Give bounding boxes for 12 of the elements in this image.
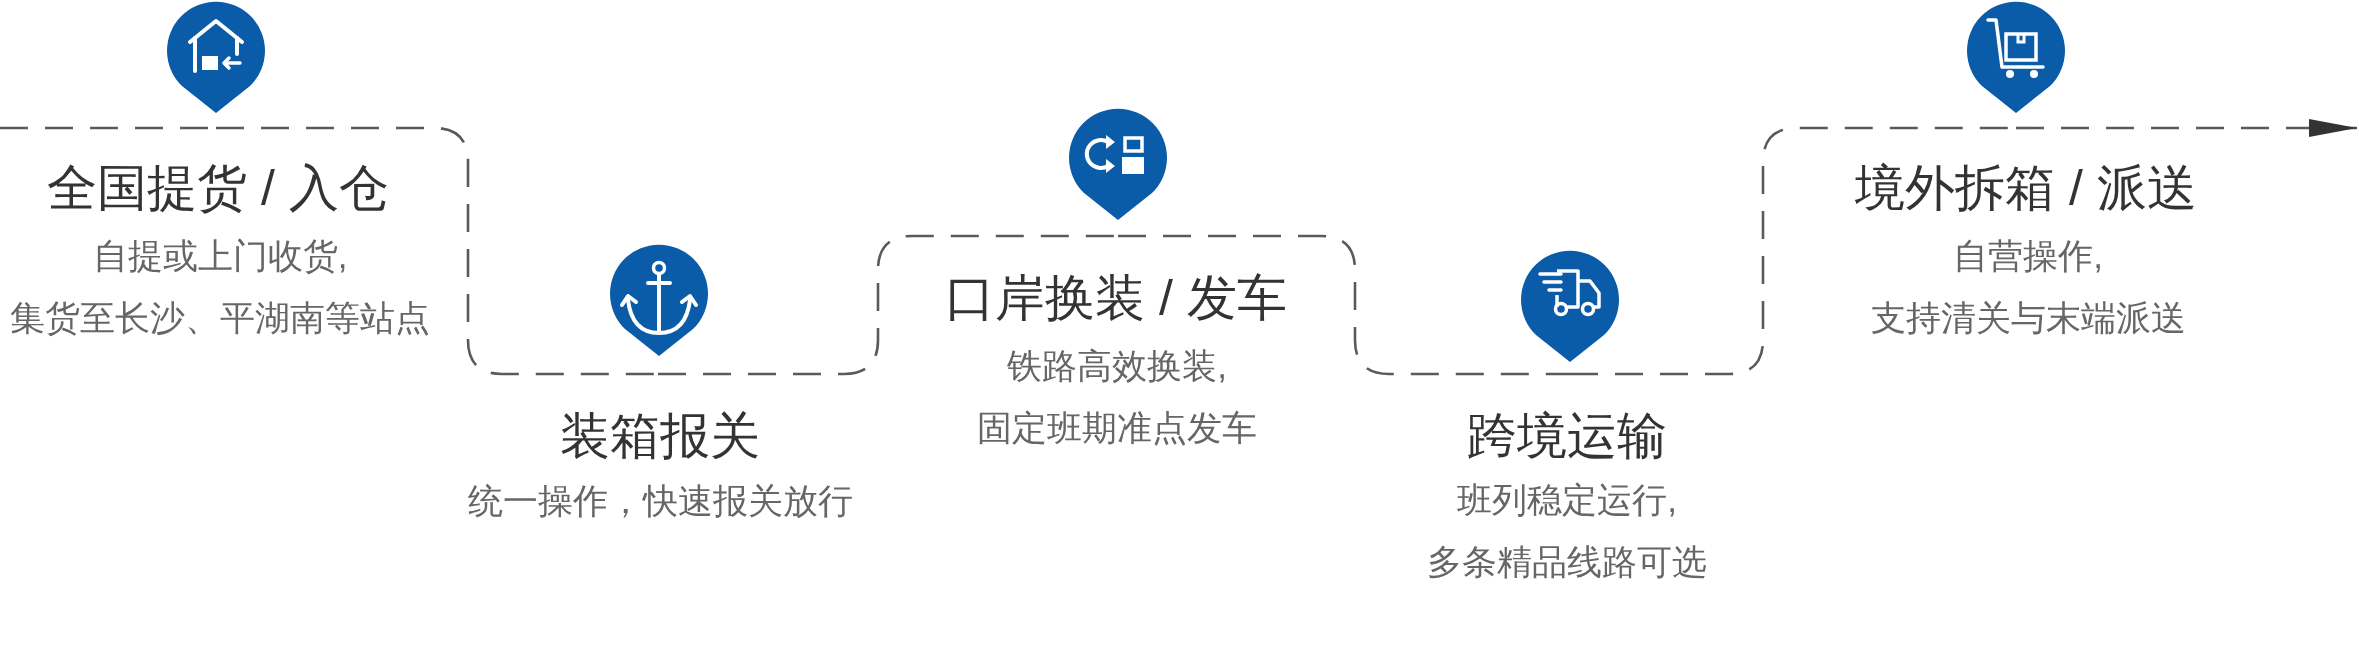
- step-title: 境外拆箱 / 派送: [1855, 159, 2197, 217]
- step-title: 全国提货 / 入仓: [47, 159, 389, 217]
- step-description: 统一操作，快速报关放行: [466, 480, 854, 522]
- step-description: 铁路高效换装,固定班期准点发车: [976, 345, 1258, 449]
- step-description: 自营操作,支持清关与末端派送: [1869, 235, 2187, 339]
- dashed-connector: [1118, 234, 1570, 376]
- step-description: 班列稳定运行,多条精品线路可选: [1426, 479, 1708, 583]
- step-title: 装箱报关: [560, 407, 760, 465]
- step-title: 跨境运输: [1467, 407, 1667, 465]
- dashed-arrow: [2016, 119, 2357, 137]
- step-title: 口岸换装 / 发车: [945, 269, 1287, 327]
- step-description: 自提或上门收货,集货至长沙、平湖南等站点: [9, 235, 431, 339]
